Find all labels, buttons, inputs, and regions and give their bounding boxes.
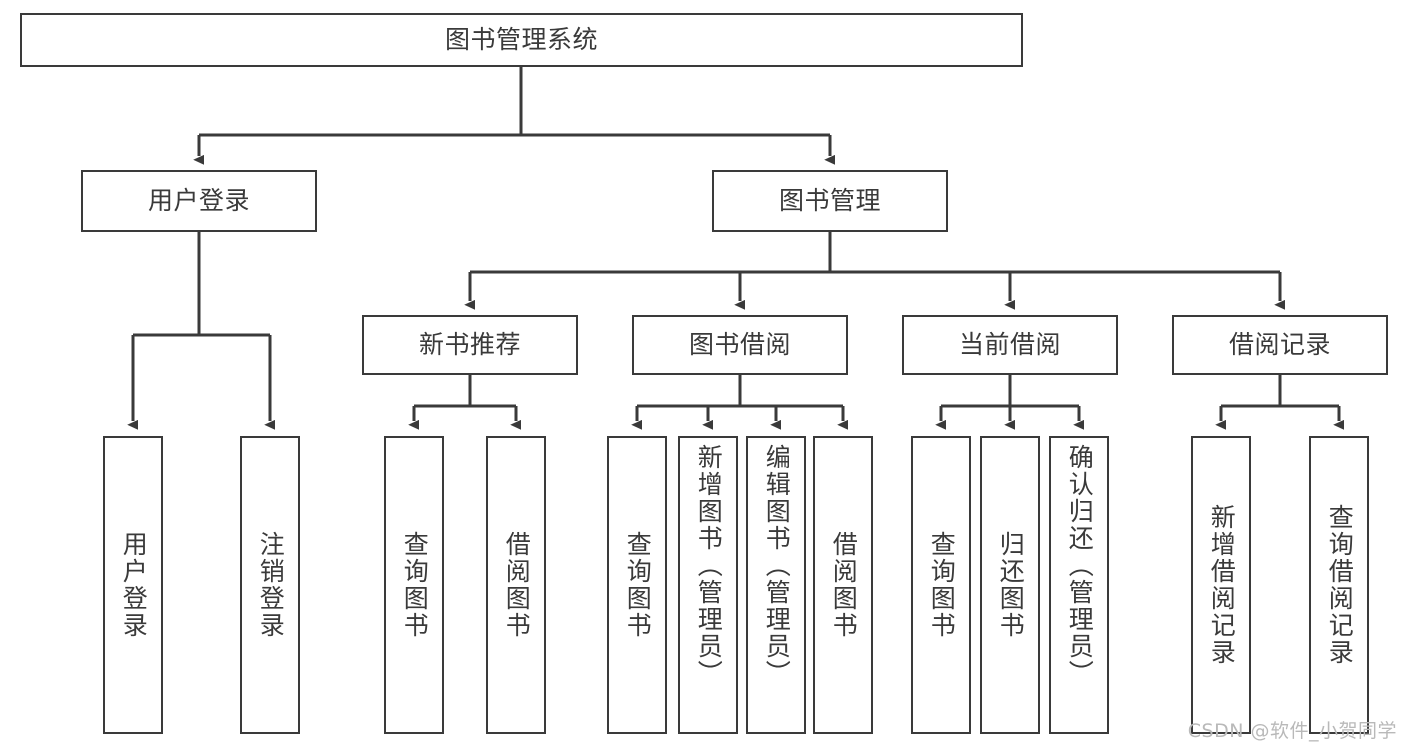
node-user-login[interactable]: 用户登录 bbox=[81, 170, 317, 232]
leaf-current-borrow-query-book[interactable]: 查询图书 bbox=[911, 436, 971, 734]
leaf-user-login-login[interactable]: 用户登录 bbox=[103, 436, 163, 734]
node-book-management[interactable]: 图书管理 bbox=[712, 170, 948, 232]
node-label: 当前借阅 bbox=[958, 330, 1061, 360]
node-label: 新增借阅记录 bbox=[1207, 504, 1237, 666]
node-label: 查询图书 bbox=[623, 531, 653, 639]
node-label: 借阅图书 bbox=[502, 531, 532, 639]
node-current-borrow[interactable]: 当前借阅 bbox=[902, 315, 1118, 375]
node-root-system[interactable]: 图书管理系统 bbox=[20, 13, 1023, 67]
node-label: 新增图书（管理员） bbox=[694, 444, 724, 687]
node-label: 新书推荐 bbox=[418, 330, 521, 360]
node-label: 注销登录 bbox=[256, 531, 286, 639]
leaf-book-borrow-add-book-admin[interactable]: 新增图书（管理员） bbox=[678, 436, 738, 734]
node-label: 查询图书 bbox=[400, 531, 430, 639]
node-label: 用户登录 bbox=[119, 531, 149, 639]
node-new-book-recommend[interactable]: 新书推荐 bbox=[362, 315, 578, 375]
leaf-borrow-record-add-record[interactable]: 新增借阅记录 bbox=[1191, 436, 1251, 734]
leaf-new-book-borrow-book[interactable]: 借阅图书 bbox=[486, 436, 546, 734]
node-label: 归还图书 bbox=[996, 531, 1026, 639]
node-label: 借阅记录 bbox=[1228, 330, 1331, 360]
node-book-borrow[interactable]: 图书借阅 bbox=[632, 315, 848, 375]
node-label: 用户登录 bbox=[147, 186, 250, 216]
leaf-new-book-query-book[interactable]: 查询图书 bbox=[384, 436, 444, 734]
node-borrow-record[interactable]: 借阅记录 bbox=[1172, 315, 1388, 375]
node-label: 图书管理 bbox=[778, 186, 881, 216]
node-label: 借阅图书 bbox=[829, 531, 859, 639]
node-label: 图书借阅 bbox=[688, 330, 791, 360]
node-label: 图书管理系统 bbox=[444, 25, 598, 55]
leaf-current-borrow-return-book[interactable]: 归还图书 bbox=[980, 436, 1040, 734]
leaf-current-borrow-confirm-return-admin[interactable]: 确认归还（管理员） bbox=[1049, 436, 1109, 734]
leaf-book-borrow-borrow-book[interactable]: 借阅图书 bbox=[813, 436, 873, 734]
node-label: 编辑图书（管理员） bbox=[762, 444, 792, 687]
leaf-book-borrow-edit-book-admin[interactable]: 编辑图书（管理员） bbox=[746, 436, 806, 734]
leaf-borrow-record-query-record[interactable]: 查询借阅记录 bbox=[1309, 436, 1369, 734]
leaf-user-login-logout[interactable]: 注销登录 bbox=[240, 436, 300, 734]
watermark-text: CSDN @软件_小贺同学 bbox=[1187, 720, 1397, 742]
node-label: 查询图书 bbox=[927, 531, 957, 639]
node-label: 查询借阅记录 bbox=[1325, 504, 1355, 666]
leaf-book-borrow-query-book[interactable]: 查询图书 bbox=[607, 436, 667, 734]
node-label: 确认归还（管理员） bbox=[1065, 444, 1095, 687]
